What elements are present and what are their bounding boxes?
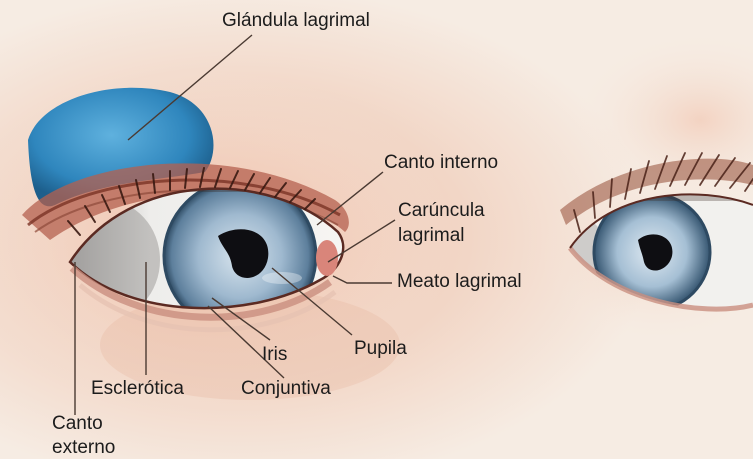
label-pupila: Pupila (354, 338, 407, 359)
label-esclerotica: Esclerótica (91, 378, 184, 399)
label-glandula-lagrimal: Glándula lagrimal (222, 10, 370, 31)
label-conjuntiva: Conjuntiva (241, 378, 331, 399)
label-canto-interno: Canto interno (384, 152, 498, 173)
label-caruncula-line2: lagrimal (398, 225, 465, 246)
label-meato-lagrimal: Meato lagrimal (397, 271, 522, 292)
label-canto-externo-line1: Canto (52, 413, 103, 434)
label-canto-externo-line2: externo (52, 437, 115, 458)
label-caruncula-line1: Carúncula (398, 200, 485, 221)
label-iris: Iris (262, 344, 287, 365)
